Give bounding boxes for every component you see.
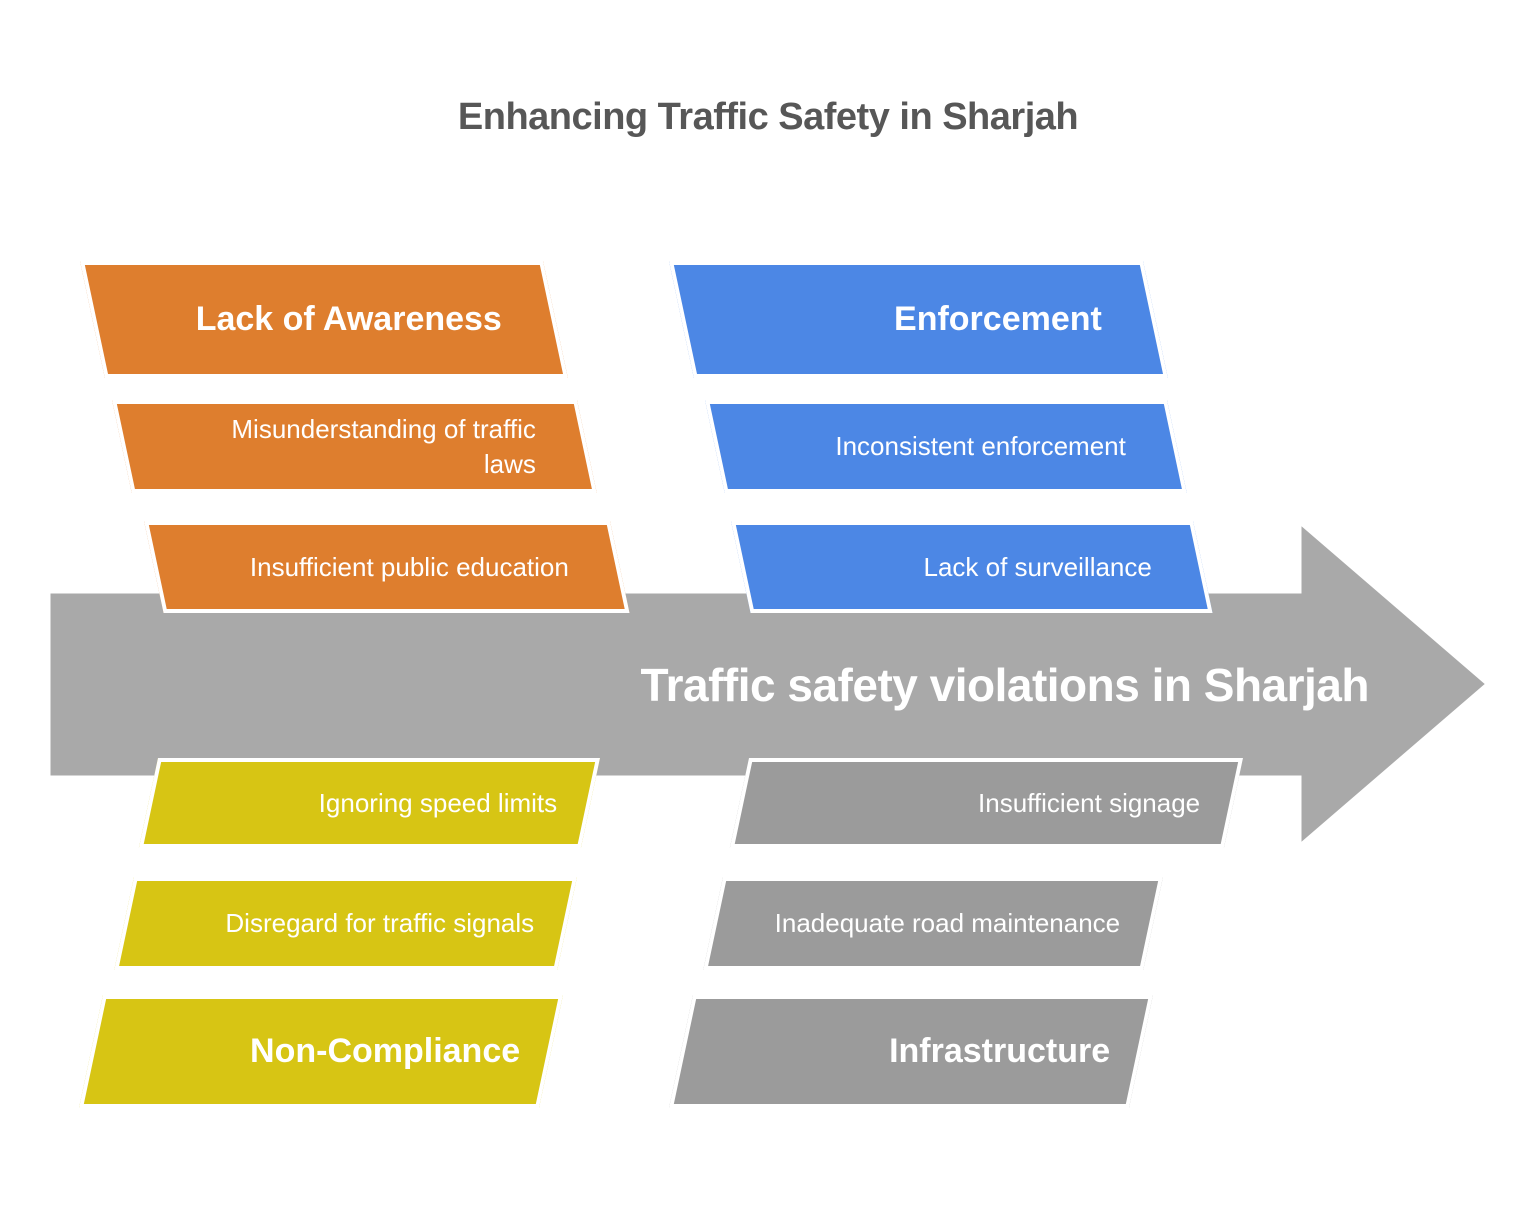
category-header-lack-of-awareness: Lack of Awareness [80, 261, 568, 378]
cause-item-label: Inadequate road maintenance [774, 908, 1121, 939]
category-header-label: Enforcement [894, 300, 1102, 338]
diagram-title: Enhancing Traffic Safety in Sharjah [457, 96, 1079, 138]
category-header-label: Lack of Awareness [195, 300, 502, 338]
cause-item-label: Inconsistent enforcement [835, 431, 1126, 462]
cause-item-inadequate-road-maintenance: Inadequate road maintenance [703, 877, 1163, 970]
cause-item-label: Misunderstanding of traffic laws [231, 414, 536, 479]
category-header-non-compliance: Non-Compliance [78, 995, 563, 1108]
category-header-infrastructure: Infrastructure [668, 995, 1153, 1108]
category-header-label: Non-Compliance [250, 1032, 521, 1070]
center-arrow-label: Traffic safety violations in Sharjah [640, 658, 1370, 711]
cause-item-inconsistent-enforcement: Inconsistent enforcement [705, 400, 1187, 493]
category-header-enforcement: Enforcement [669, 261, 1168, 378]
category-header-label: Infrastructure [889, 1032, 1111, 1070]
cause-item-label: Disregard for traffic signals [225, 908, 535, 939]
cause-item-misunderstanding-of-traffic-laws: Misunderstanding of traffic laws [112, 400, 597, 493]
cause-item-disregard-for-traffic-signals: Disregard for traffic signals [114, 877, 577, 970]
